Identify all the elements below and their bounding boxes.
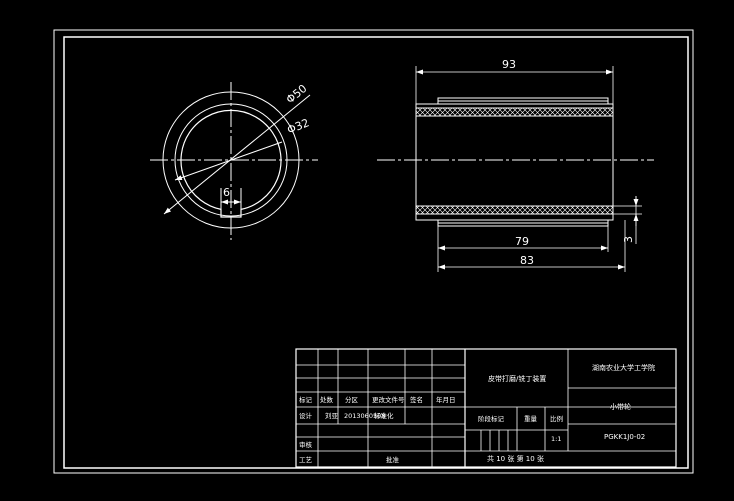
tb-project-title: 皮带打磨/铣丁装置 (488, 374, 546, 383)
tb-date: 年月日 (436, 395, 456, 404)
tb-approve: 批准 (386, 455, 400, 464)
inner-border (63, 36, 689, 469)
bore-with-keyway (180, 109, 282, 218)
phi50-label: Φ50 (284, 82, 310, 106)
tb-designer-id: 2013060508 (344, 412, 385, 420)
dim3-label: 3 (622, 236, 635, 243)
inner-circle-1 (174, 103, 288, 217)
tb-school: 湖南农业大学工学院 (592, 363, 655, 372)
phi32-leader (174, 141, 283, 181)
tb-scale: 1:1 (551, 435, 561, 443)
tb-scale-label: 比例 (550, 414, 563, 423)
tb-mark: 标记 (299, 395, 313, 404)
section-dims (415, 66, 642, 272)
phi50-leader (163, 94, 311, 215)
title-block-grid (295, 348, 677, 468)
sleeve-body (415, 103, 614, 221)
tb-review: 审核 (299, 440, 313, 449)
tb-sheets: 共 10 张 第 10 张 (487, 454, 544, 463)
tb-standardize: 标准化 (374, 411, 394, 420)
title-block-frame (295, 348, 677, 468)
hatch-top (415, 107, 614, 117)
tb-zone: 分区 (345, 395, 359, 404)
dim79-label: 79 (515, 235, 529, 248)
outer-circle (162, 91, 300, 229)
tb-signature: 签名 (410, 395, 423, 404)
dim83-label: 83 (520, 254, 534, 267)
outer-border (53, 29, 694, 474)
tb-drawing-no: PGKK1J0-02 (604, 433, 645, 441)
keyway-width-label: 6 (223, 186, 230, 199)
end-view (150, 82, 318, 240)
phi32-label: Φ32 (285, 116, 311, 137)
tb-design: 设计 (299, 411, 313, 420)
tb-part-name: 小带轮 (610, 402, 631, 411)
tb-weight: 重量 (524, 415, 538, 423)
tb-stage-mark: 阶段标记 (478, 414, 505, 423)
hatch-bottom (415, 205, 614, 215)
section-view (377, 97, 654, 227)
tb-process: 工艺 (299, 456, 313, 464)
dim93-label: 93 (502, 58, 516, 71)
tb-designer: 刘亚 (325, 411, 339, 420)
tb-change-doc: 更改文件号 (372, 395, 405, 404)
tb-count: 处数 (320, 395, 334, 404)
